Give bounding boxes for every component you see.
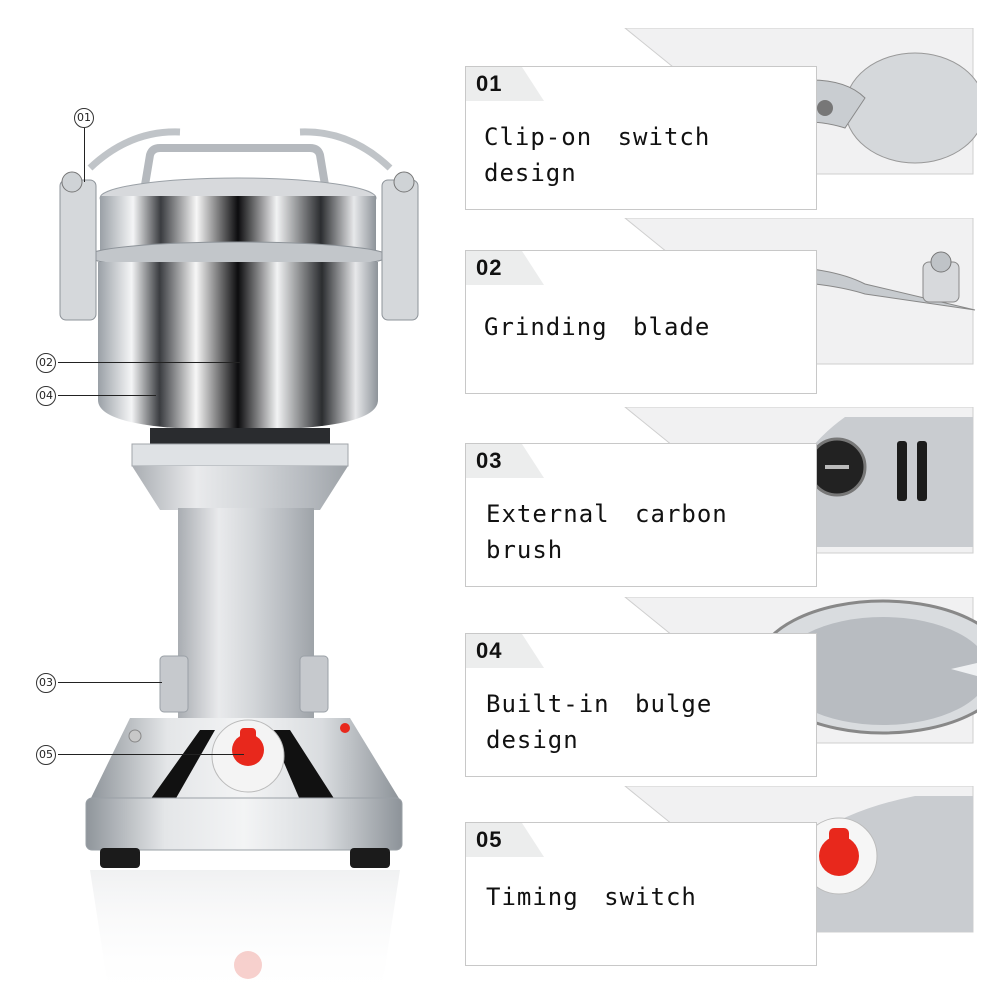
feature-card-03: 03 External carbon brush: [465, 407, 977, 587]
feature-label: Grinding blade: [484, 313, 711, 341]
feature-text-card: 02 Grinding blade: [465, 250, 817, 394]
callout-04-label: 04: [36, 386, 56, 406]
feature-text-card: 05 Timing switch: [465, 822, 817, 966]
feature-number: 05: [476, 827, 503, 852]
feature-number: 04: [476, 638, 503, 663]
callout-03-line: [58, 682, 162, 683]
feature-text-card: 03 External carbon brush: [465, 443, 817, 587]
feature-text-card: 01 Clip-on switch design: [465, 66, 817, 210]
feature-label: Timing switch: [486, 883, 697, 911]
feature-text-card: 04 Built-in bulge design: [465, 633, 817, 777]
feature-label: Built-in bulge design: [486, 690, 713, 754]
callout-01-label: 01: [74, 108, 94, 128]
feature-card-05: 05 Timing switch: [465, 786, 977, 966]
callout-01-line: [84, 128, 85, 182]
callout-02-line: [58, 362, 240, 363]
feature-card-01: 01 Clip-on switch design: [465, 28, 977, 210]
feature-label: Clip-on switch design: [484, 123, 711, 187]
callout-04-line: [58, 395, 156, 396]
callout-05-label: 05: [36, 745, 56, 765]
callout-03-label: 03: [36, 673, 56, 693]
callout-02-label: 02: [36, 353, 56, 373]
feature-card-04: 04 Built-in bulge design: [465, 597, 977, 777]
feature-label: External carbon brush: [486, 500, 728, 564]
feature-number: 03: [476, 448, 503, 473]
feature-card-02: 02 Grinding blade: [465, 218, 977, 398]
feature-number: 02: [476, 255, 503, 280]
feature-number: 01: [476, 71, 503, 96]
callout-05-line: [58, 754, 244, 755]
product-illustration: 01 02 04 03 05: [0, 0, 460, 1000]
grinder-image: [59, 128, 419, 1000]
